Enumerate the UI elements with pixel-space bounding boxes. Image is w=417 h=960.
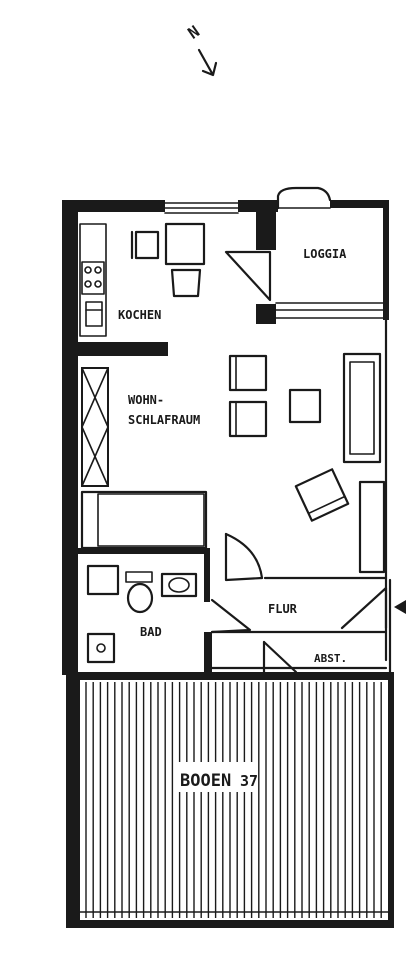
attic-hatching: [85, 682, 382, 918]
entrance-arrow-icon: [394, 600, 406, 614]
outer-walls: [62, 186, 392, 675]
inner-walls: [78, 532, 406, 674]
room-label-wohn-line2: SCHLAFRAUM: [128, 413, 200, 427]
room-label-booden: BOOEN: [180, 771, 231, 791]
living-sleeping-area: WOHN- SCHLAFRAUM: [80, 352, 386, 574]
north-arrow-icon: N: [184, 22, 218, 77]
attic-area: BOOEN 37: [66, 672, 394, 928]
room-label-booden-number: 37: [240, 772, 258, 790]
room-label-flur: FLUR: [268, 602, 298, 616]
dining-table: [164, 222, 206, 266]
room-label-kochen: KOCHEN: [118, 308, 161, 322]
room-label-wohn-line1: WOHN-: [128, 393, 164, 407]
room-label-bad: BAD: [140, 625, 162, 639]
bath-area: BAD: [86, 564, 198, 664]
room-label-loggia: LOGGIA: [303, 247, 347, 261]
kitchen-area: KOCHEN: [79, 222, 206, 337]
room-label-abst: ABST.: [314, 652, 347, 665]
north-label: N: [184, 22, 203, 43]
